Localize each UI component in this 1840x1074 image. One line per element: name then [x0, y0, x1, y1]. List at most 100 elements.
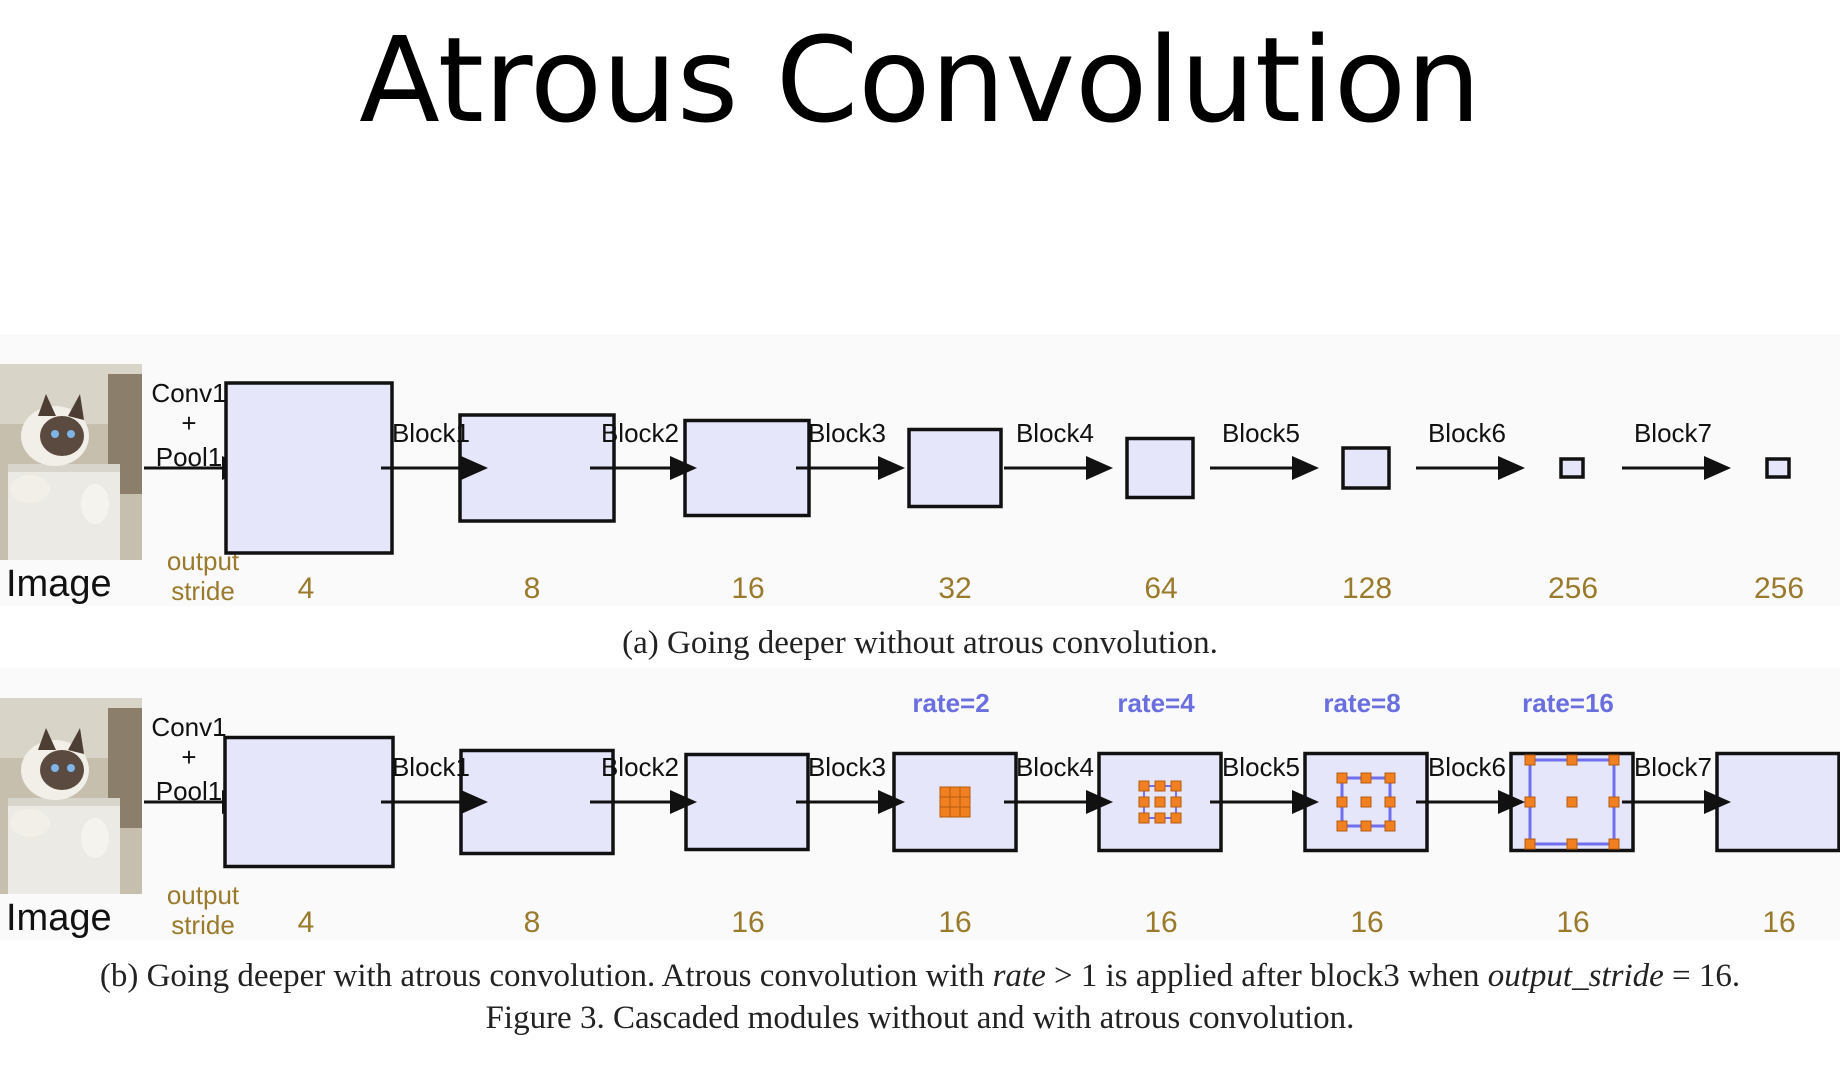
block-label: Block6	[1428, 752, 1506, 782]
caption-b-prefix: (b) Going deeper with atrous convolution…	[99, 958, 993, 994]
kernel-tap	[959, 796, 971, 808]
output-stride-value: 4	[298, 572, 315, 605]
kernel-tap	[1336, 820, 1348, 832]
kernel-tap	[1154, 780, 1166, 792]
kernel-tap	[959, 786, 971, 798]
kernel-tap	[1170, 796, 1182, 808]
block-label: Block6	[1428, 418, 1506, 448]
kernel-tap	[1170, 780, 1182, 792]
caption-b: (b) Going deeper with atrous convolution…	[0, 958, 1840, 995]
block-label: Block1	[392, 752, 470, 782]
output-stride-value: 16	[1350, 906, 1383, 939]
kernel-tap	[1170, 812, 1182, 824]
kernel-tap	[1360, 820, 1372, 832]
caption-b-suffix: = 16.	[1663, 958, 1741, 994]
kernel-tap	[1384, 820, 1396, 832]
block-label: Block2	[601, 752, 679, 782]
kernel-tap	[1566, 754, 1578, 766]
block-label: Block5	[1222, 418, 1300, 448]
output-stride-value: 16	[731, 906, 764, 939]
kernel-tap	[939, 806, 951, 818]
block-label: Block2	[601, 418, 679, 448]
stride-label-bottom: stride	[171, 910, 235, 940]
kernel-tap	[949, 806, 961, 818]
rate-label: rate=16	[1522, 688, 1614, 718]
slide-title: Atrous Convolution	[359, 11, 1481, 149]
feature-map-box	[223, 735, 395, 869]
feature-map-box	[1341, 446, 1391, 490]
output-stride-value: 4	[298, 906, 315, 939]
kernel-tap	[939, 796, 951, 808]
output-stride-value: 256	[1754, 572, 1804, 605]
output-stride-value: 16	[1556, 906, 1589, 939]
output-stride-value: 8	[524, 906, 541, 939]
caption-b-rate: rate	[992, 958, 1046, 994]
stride-label-bottom: stride	[171, 576, 235, 606]
input-image-label: Image	[6, 563, 112, 605]
cat-photo-icon	[0, 364, 142, 560]
stem-label-mid: +	[181, 742, 196, 772]
kernel-tap	[1154, 812, 1166, 824]
caption-b-stride: output_stride	[1487, 958, 1664, 994]
output-stride-value: 8	[524, 572, 541, 605]
block-label: Block3	[808, 752, 886, 782]
block-label: Block5	[1222, 752, 1300, 782]
output-stride-value: 32	[938, 572, 971, 605]
output-stride-value: 16	[1144, 906, 1177, 939]
output-stride-value: 128	[1342, 572, 1392, 605]
feature-map-box	[684, 752, 810, 852]
stem-label-top: Conv1	[151, 378, 226, 408]
stride-label-top: output	[167, 880, 240, 910]
kernel-tap	[1336, 796, 1348, 808]
kernel-tap	[1360, 796, 1372, 808]
feature-map-box	[907, 427, 1003, 509]
output-stride-value: 16	[731, 572, 764, 605]
rate-label: rate=4	[1117, 688, 1195, 718]
kernel-tap	[1566, 838, 1578, 850]
kernel-tap	[949, 796, 961, 808]
kernel-tap	[949, 786, 961, 798]
feature-map-box	[1765, 457, 1791, 479]
kernel-tap	[1566, 796, 1578, 808]
block-label: Block7	[1634, 752, 1712, 782]
block-label: Block1	[392, 418, 470, 448]
feature-map-box	[683, 418, 811, 518]
kernel-tap	[1360, 772, 1372, 784]
kernel-tap	[1336, 772, 1348, 784]
kernel-tap	[1384, 772, 1396, 784]
feature-map-box	[224, 381, 394, 555]
kernel-tap	[1154, 796, 1166, 808]
caption-b-mid: > 1 is applied after block3 when	[1045, 958, 1488, 994]
stem-label-mid: +	[181, 408, 196, 438]
rate-label: rate=8	[1323, 688, 1400, 718]
kernel-tap	[1524, 796, 1536, 808]
block-label: Block4	[1016, 418, 1094, 448]
block-label: Block7	[1634, 418, 1712, 448]
kernel-tap	[1384, 796, 1396, 808]
output-stride-value: 16	[1762, 906, 1795, 939]
kernel-tap	[1608, 754, 1620, 766]
figure-caption: Figure 3. Cascaded modules without and w…	[485, 1000, 1355, 1036]
feature-map-box	[1559, 457, 1585, 479]
kernel-tap	[1138, 780, 1150, 792]
rate-label: rate=2	[912, 688, 989, 718]
feature-map-box	[1125, 436, 1195, 500]
kernel-tap	[1138, 796, 1150, 808]
feature-map-box	[1715, 751, 1840, 853]
output-stride-value: 64	[1144, 572, 1177, 605]
kernel-tap	[1608, 838, 1620, 850]
kernel-tap	[1138, 812, 1150, 824]
block-label: Block4	[1016, 752, 1094, 782]
output-stride-value: 16	[938, 906, 971, 939]
input-image-label: Image	[6, 897, 112, 939]
kernel-tap	[1524, 754, 1536, 766]
block-label: Block3	[808, 418, 886, 448]
kernel-tap	[939, 786, 951, 798]
stem-label-top: Conv1	[151, 712, 226, 742]
cat-photo-icon	[0, 698, 142, 894]
kernel-tap	[959, 806, 971, 818]
output-stride-value: 256	[1548, 572, 1598, 605]
